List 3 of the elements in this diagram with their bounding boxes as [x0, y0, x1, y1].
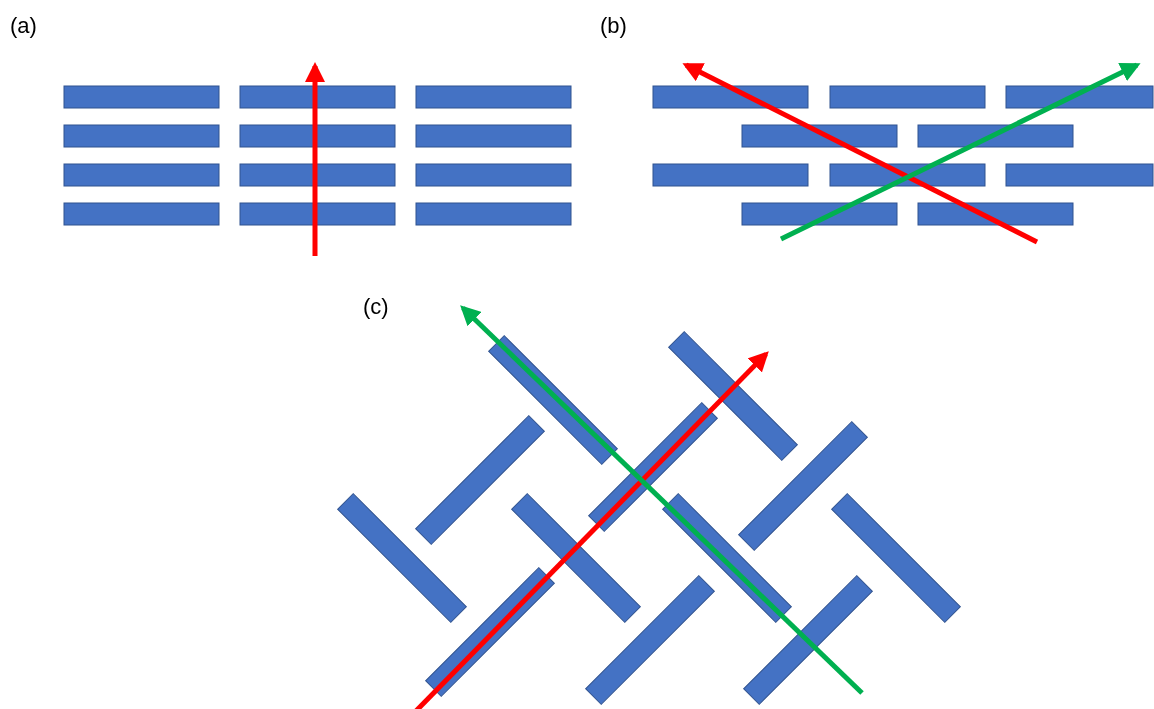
panel-label: (b) — [600, 15, 627, 37]
panel-label: (c) — [363, 296, 389, 318]
panel-label: (a) — [10, 15, 37, 37]
